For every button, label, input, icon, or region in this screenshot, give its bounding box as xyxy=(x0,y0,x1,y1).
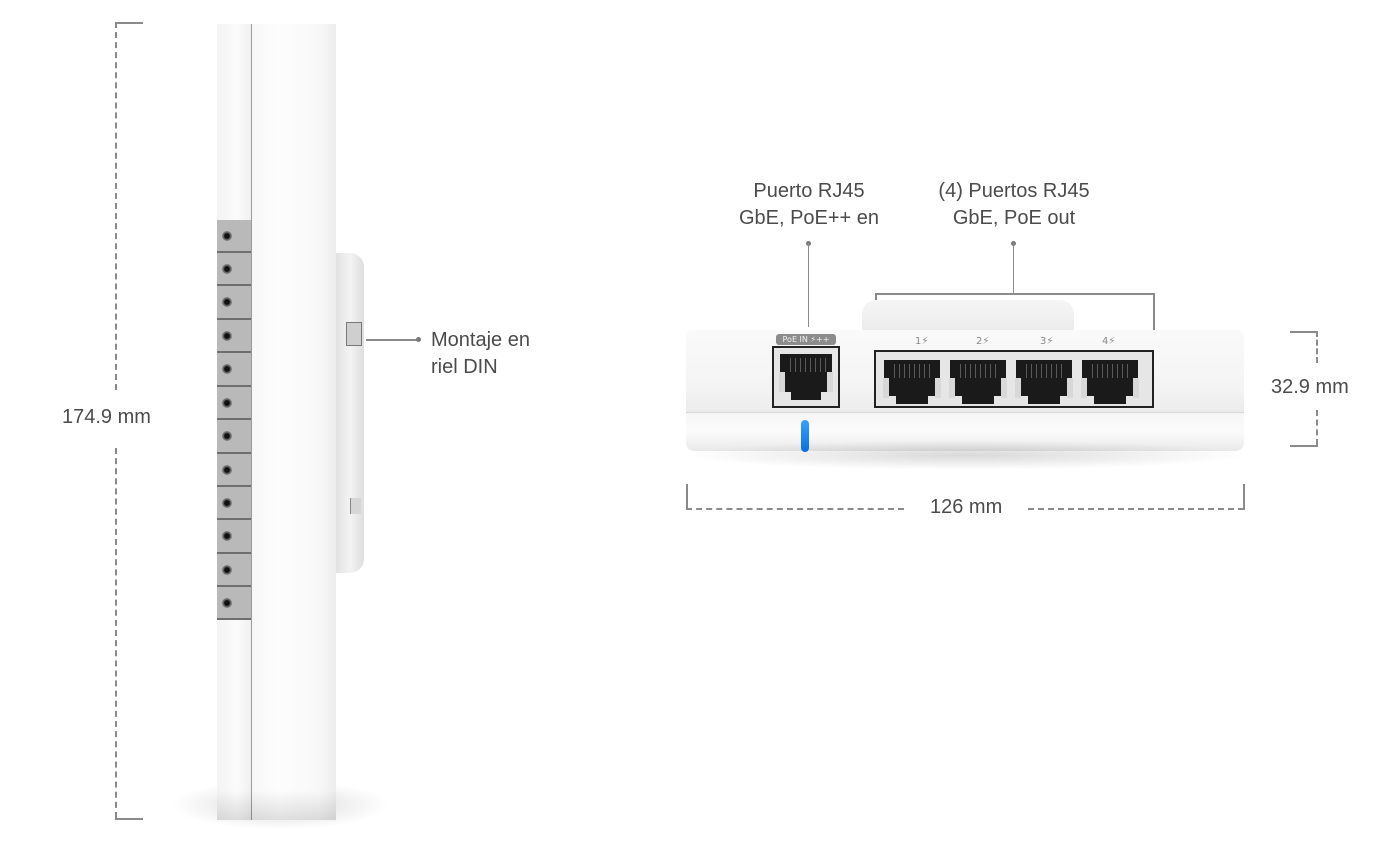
front-floor-shadow xyxy=(680,440,1250,470)
screw-icon xyxy=(222,230,232,241)
port-side-left xyxy=(1081,378,1087,398)
poe-out-leader xyxy=(1012,243,1014,294)
poe-out-port-3[interactable] xyxy=(1015,360,1073,404)
port-3-label: 3⚡ xyxy=(1040,336,1054,347)
poe-out-port-2[interactable] xyxy=(949,360,1007,404)
terminal-screw xyxy=(217,253,251,286)
port-pins xyxy=(956,364,1000,378)
port-side-right xyxy=(1067,378,1073,398)
screw-icon xyxy=(222,564,232,575)
width-dim-line-left xyxy=(686,508,904,510)
port-latch-notch xyxy=(791,390,821,400)
screw-icon xyxy=(222,464,232,475)
depth-dim-bottom-tick xyxy=(1290,445,1318,447)
screw-icon xyxy=(222,263,232,274)
port-1-label: 1⚡ xyxy=(915,336,929,347)
depth-dim-line-upper xyxy=(1316,331,1318,363)
port-pins xyxy=(1022,364,1066,378)
screw-icon xyxy=(222,397,232,408)
port-4-label: 4⚡ xyxy=(1102,336,1116,347)
terminal-screw xyxy=(217,587,251,620)
terminal-screw xyxy=(217,320,251,353)
poe-out-callout-line1: (4) Puertos RJ45 xyxy=(938,180,1090,202)
status-led xyxy=(801,420,809,452)
poe-in-badge: PoE IN ⚡++ xyxy=(776,334,836,345)
height-dimension-label: 174.9 mm xyxy=(62,406,151,429)
screw-icon xyxy=(222,364,232,374)
screw-icon xyxy=(222,330,232,341)
din-rail-latch-upper xyxy=(346,322,362,346)
width-dim-left-tick xyxy=(686,484,688,510)
port-side-right xyxy=(935,378,941,398)
device-side-main-body xyxy=(252,24,336,820)
din-callout-line1: Montaje en xyxy=(431,329,530,351)
width-dim-line-right xyxy=(1028,508,1244,510)
terminal-screw xyxy=(217,554,251,587)
screw-icon xyxy=(222,431,232,441)
terminal-screw xyxy=(217,420,251,454)
din-callout-leader xyxy=(366,339,418,341)
port-pins xyxy=(1088,364,1132,378)
dim-bottom-tick xyxy=(115,818,143,820)
screw-icon xyxy=(222,297,232,307)
port-side-left xyxy=(1015,378,1021,398)
port-latch-notch xyxy=(1094,394,1126,404)
port-latch-notch xyxy=(962,394,994,404)
port-2-label: 2⚡ xyxy=(976,336,990,347)
device-side-seam xyxy=(251,24,252,820)
poe-in-callout-line1: Puerto RJ45 xyxy=(753,180,865,202)
screw-icon xyxy=(222,597,232,608)
depth-dim-top-tick xyxy=(1290,331,1318,333)
port-side-right xyxy=(1001,378,1007,398)
poe-out-callout-line2: GbE, PoE out xyxy=(952,207,1076,229)
screw-icon xyxy=(222,531,232,541)
poe-out-bracket-top xyxy=(875,293,1155,295)
poe-out-port-1[interactable] xyxy=(883,360,941,404)
port-latch-notch xyxy=(1028,394,1060,404)
depth-dimension-label: 32.9 mm xyxy=(1271,376,1349,399)
terminal-screw xyxy=(217,454,251,487)
terminal-block-strip xyxy=(217,220,251,620)
port-side-right xyxy=(827,372,833,392)
terminal-screw xyxy=(217,220,251,253)
terminal-screw xyxy=(217,286,251,320)
poe-out-bracket-right xyxy=(1153,293,1155,338)
port-side-left xyxy=(779,372,785,392)
port-side-right xyxy=(1133,378,1139,398)
port-pins xyxy=(786,358,826,372)
depth-dim-line-lower xyxy=(1316,410,1318,445)
din-callout-line2: riel DIN xyxy=(431,356,498,378)
din-callout-dot xyxy=(416,337,421,342)
port-latch-notch xyxy=(896,394,928,404)
poe-out-port-4[interactable] xyxy=(1081,360,1139,404)
terminal-screw xyxy=(217,387,251,420)
poe-in-rj45-port[interactable] xyxy=(779,354,833,400)
port-pins xyxy=(890,364,934,378)
din-rail-latch-lower xyxy=(350,498,361,514)
device-front-lower xyxy=(686,412,1244,451)
poe-in-leader xyxy=(807,243,809,327)
device-side-bottom-shade xyxy=(217,790,336,820)
port-side-left xyxy=(949,378,955,398)
poe-out-port-well xyxy=(874,350,1154,408)
dim-height-line-lower xyxy=(115,448,117,818)
dim-top-tick xyxy=(115,22,143,24)
din-rail-clip xyxy=(336,253,364,573)
dim-height-line-upper xyxy=(115,22,117,390)
terminal-screw xyxy=(217,353,251,387)
width-dim-right-tick xyxy=(1243,484,1245,510)
poe-in-callout-line2: GbE, PoE++ en xyxy=(738,207,880,229)
port-side-left xyxy=(883,378,889,398)
screw-icon xyxy=(222,497,232,508)
width-dimension-label: 126 mm xyxy=(930,496,1003,519)
poe-in-port-well xyxy=(772,346,840,408)
terminal-screw xyxy=(217,520,251,554)
terminal-screw xyxy=(217,487,251,520)
